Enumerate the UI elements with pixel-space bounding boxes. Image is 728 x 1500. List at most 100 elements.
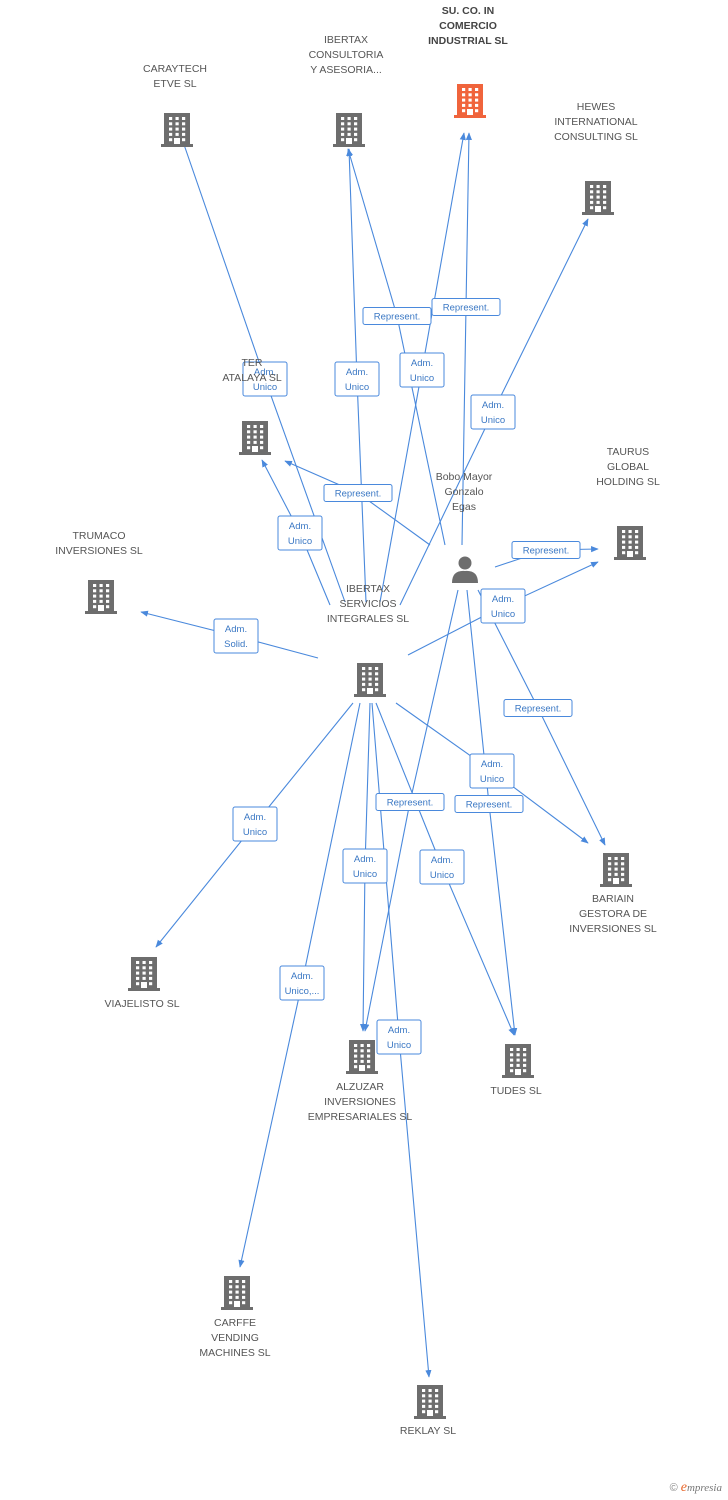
edge-label-text: Unico: [480, 774, 504, 785]
node-ibertax_cons[interactable]: IBERTAX CONSULTORIA Y ASESORIA...: [309, 34, 384, 147]
node-label-line: Y ASESORIA...: [310, 64, 382, 76]
edge-label-text: Adm.: [225, 624, 247, 635]
edge-label-ibertax_serv-to-trumaco[interactable]: Adm. Solid.: [213, 618, 259, 654]
node-reklay[interactable]: REKLAY SL: [400, 1385, 456, 1437]
building-icon: [85, 580, 117, 614]
edge-label-ibertax_serv-to-viajelisto[interactable]: Adm. Unico: [232, 806, 278, 842]
edge-bobo-to-su_co: [461, 132, 472, 546]
node-label-line: CARAYTECH: [143, 63, 207, 75]
edge-label-ibertax_serv-to-hewes[interactable]: Adm. Unico: [470, 394, 516, 430]
node-label-line: VENDING: [211, 1332, 259, 1344]
edge-label-text: Unico: [387, 1040, 411, 1051]
edge-label-ibertax_serv-to-carffe[interactable]: Adm.Unico,...: [279, 965, 325, 1001]
brand-logo-initial: e: [680, 1480, 687, 1495]
node-viajelisto[interactable]: VIAJELISTO SL: [104, 957, 180, 1010]
edge-label-text: Adm.: [492, 594, 514, 605]
edge-label-text: Adm.: [431, 855, 453, 866]
edge-label-box: [213, 618, 259, 654]
node-label-line: ATALAYA SL: [222, 372, 281, 384]
node-tudes[interactable]: TUDES SL: [490, 1044, 542, 1097]
edge-label-box: [431, 298, 501, 316]
node-label-line: TRUMACO: [72, 530, 125, 542]
edge-label-ibertax_serv-to-bariain[interactable]: Adm. Unico: [469, 753, 515, 789]
node-label-line: REKLAY SL: [400, 1425, 456, 1437]
edge-label-text: Unico: [288, 536, 312, 547]
edge-label-text: Adm.: [244, 812, 266, 823]
node-label-line: SU. CO. IN: [442, 5, 495, 17]
edge-label-text: Solid.: [224, 639, 248, 650]
edge-label-bobo-to-ibertax_cons[interactable]: Represent.: [362, 307, 432, 325]
node-label-line: IBERTAX: [346, 583, 390, 595]
node-label-line: TAURUS: [607, 446, 649, 458]
edge-label-bobo-to-su_co[interactable]: Represent.: [431, 298, 501, 316]
edge-label-box: [376, 1019, 422, 1055]
edge-label-bobo-to-bariain[interactable]: Represent.: [503, 699, 573, 717]
edge-label-ibertax_serv-to-reklay[interactable]: Adm.Unico: [376, 1019, 422, 1055]
edge-label-text: Unico: [345, 382, 369, 393]
edge-label-ibertax_serv-to-caraytech[interactable]: Adm.Unico: [242, 361, 288, 397]
node-carffe[interactable]: CARFFE VENDING MACHINES SL: [199, 1276, 271, 1359]
edge-label-box: [503, 699, 573, 717]
building-icon: [239, 421, 271, 455]
node-label-line: CONSULTORIA: [309, 49, 384, 61]
edge-label-box: [279, 965, 325, 1001]
node-label-line: MACHINES SL: [199, 1347, 270, 1359]
node-label-line: HOLDING SL: [596, 476, 660, 488]
person-icon: [452, 556, 478, 583]
node-label-line: CARFFE: [214, 1317, 256, 1329]
node-label-line: INTERNATIONAL: [554, 116, 637, 128]
building-icon: [582, 181, 614, 215]
edge-label-text: Adm.: [411, 358, 433, 369]
node-label-line: INTEGRALES SL: [327, 613, 409, 625]
edge-label-ibertax_serv-to-tudes[interactable]: Adm.Unico: [419, 849, 465, 885]
edge-label-text: Represent.: [335, 489, 381, 500]
edge-label-text: Adm.: [482, 400, 504, 411]
edge-label-bobo-to-tudes[interactable]: Represent.: [454, 795, 524, 813]
edge-label-text: Represent.: [443, 303, 489, 314]
edge-label-text: Adm.: [481, 759, 503, 770]
edge-label-text: Represent.: [374, 312, 420, 323]
edge-label-box: [480, 588, 526, 624]
edge-label-ibertax_serv-to-alzuzar[interactable]: Adm.Unico: [342, 848, 388, 884]
node-label-line: GLOBAL: [607, 461, 649, 473]
edge-label-box: [399, 352, 445, 388]
building-icon: [614, 526, 646, 560]
node-label-line: INVERSIONES SL: [569, 923, 657, 935]
edge-label-bobo-to-atalaya[interactable]: Represent.: [323, 484, 393, 502]
edge-label-bobo-to-taurus[interactable]: Represent.: [511, 541, 581, 559]
edge-label-text: Represent.: [523, 546, 569, 557]
edge-label-ibertax_serv-to-atalaya[interactable]: Adm. Unico: [277, 515, 323, 551]
node-label-line: Egas: [452, 501, 476, 513]
edge-label-ibertax_serv-to-taurus[interactable]: Adm.Unico: [480, 588, 526, 624]
edge-label-ibertax_serv-to-ibertax_cons[interactable]: Adm. Unico: [334, 361, 380, 397]
edge-label-box: [419, 849, 465, 885]
edge-label-text: Unico: [353, 869, 377, 880]
edge-labels-layer: Adm.UnicoAdm.UnicoAdm.UnicoAdm.UnicoAdm.…: [213, 298, 581, 1055]
edge-label-box: [277, 515, 323, 551]
edge-label-text: Unico: [243, 827, 267, 838]
building-icon: [454, 84, 486, 118]
brand-footer: © empresia: [670, 1480, 722, 1496]
building-icon: [414, 1385, 446, 1419]
node-label-line: COMERCIO: [439, 20, 497, 32]
edge-label-ibertax_serv-to-su_co[interactable]: Adm.Unico: [399, 352, 445, 388]
edge-label-text: Adm.: [346, 367, 368, 378]
edge-label-box: [511, 541, 581, 559]
edge-label-bobo-to-alzuzar[interactable]: Represent.: [375, 793, 445, 811]
edge-label-text: Unico: [481, 415, 505, 426]
node-ibertax_serv[interactable]: IBERTAX SERVICIOS INTEGRALES SL: [327, 583, 409, 697]
edge-label-text: Adm.: [289, 521, 311, 532]
node-taurus[interactable]: TAURUS GLOBAL HOLDING SL: [596, 446, 660, 560]
node-label-line: EMPRESARIALES SL: [308, 1111, 413, 1123]
edge-label-box: [342, 848, 388, 884]
node-label-line: SERVICIOS: [340, 598, 397, 610]
node-label-line: IBERTAX: [324, 34, 368, 46]
